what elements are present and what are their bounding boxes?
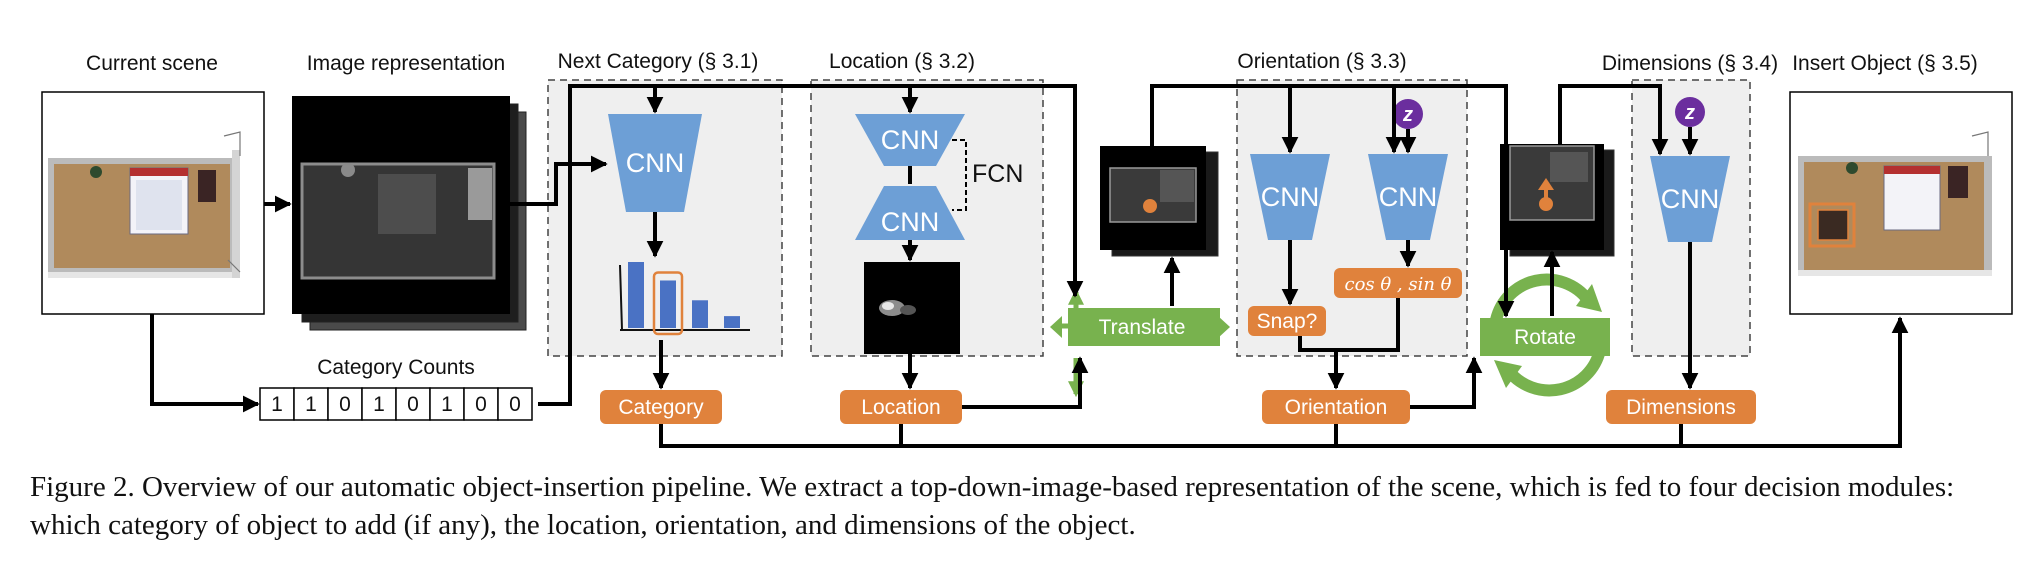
category-cnn-label: CNN [626,148,685,178]
location-decoder-label: CNN [881,207,940,237]
count-cell [259,387,295,421]
location-heatmap [864,262,960,354]
category-counts-title: Category Counts [317,356,475,379]
bed-icon [129,167,189,235]
location-output-label: Location [861,396,940,419]
orientation-z-icon: z [1393,99,1423,129]
orientation-snap-cnn-label: CNN [1261,182,1320,212]
category-histogram [619,262,750,336]
svg-text:z: z [1684,102,1695,124]
selected-category-highlight [652,271,684,336]
inserted-object-highlight [1808,202,1856,248]
category-output: Category [600,390,722,424]
fcn-label: FCN [972,160,1023,188]
count-value: 1 [441,393,453,416]
figure-caption: Figure 2. Overview of our automatic obje… [30,471,1955,541]
count-value: 1 [373,393,385,416]
current-scene-title: Current scene [86,52,218,75]
insert-object-title: Insert Object (§ 3.5) [1792,52,1978,75]
histogram-bar [724,316,740,328]
orientation-title: Orientation (§ 3.3) [1237,50,1406,73]
dimensions-output: Dimensions [1606,390,1756,424]
dimensions-z-icon: z [1675,97,1705,127]
orientation-output-label: Orientation [1285,396,1388,419]
snap-node: Snap? [1248,306,1326,336]
translate-label: Translate [1099,316,1186,339]
svg-text:z: z [1402,104,1413,126]
dimensions-title: Dimensions (§ 3.4) [1602,52,1778,75]
image-representation-title: Image representation [307,52,505,75]
next-category-title: Next Category (§ 3.1) [558,50,759,73]
location-decoder-cnn: CNN [855,186,965,240]
location-output: Location [840,390,962,424]
rotate-op: Rotate [1480,273,1610,397]
histogram-bar [692,300,708,328]
count-value: 1 [271,393,283,416]
dimensions-output-label: Dimensions [1626,396,1736,419]
location-title: Location (§ 3.2) [829,50,975,73]
plant-icon [90,166,102,178]
location-encoder-cnn: CNN [855,114,965,166]
current-scene-image [41,91,265,315]
count-cell [463,387,499,421]
count-value: 1 [305,393,317,416]
histogram-bar [628,262,644,328]
translate-scene-image [1100,146,1219,257]
pipeline-diagram: Current scene Image representation Next … [41,50,2013,448]
orientation-snap-cnn: CNN [1250,154,1330,240]
connectors [150,84,1909,448]
orientation-angle-cnn-label: CNN [1379,182,1438,212]
trig-node: cos θ , sin θ [1334,268,1462,298]
nightstand-icon [198,170,216,202]
count-cell [293,387,329,421]
count-value: 0 [339,393,351,416]
histogram-bar [660,280,676,328]
count-value: 0 [475,393,487,416]
rotate-label: Rotate [1514,326,1576,349]
count-value: 0 [407,393,419,416]
trig-label: cos θ , sin θ [1344,274,1451,295]
count-cell [497,387,533,421]
orientation-angle-cnn: CNN [1368,154,1448,240]
translate-op: Translate [1050,288,1230,398]
snap-label: Snap? [1257,310,1318,333]
rotate-scene-image [1500,144,1615,257]
orientation-output: Orientation [1262,390,1410,424]
count-value: 0 [509,393,521,416]
category-cnn: CNN [608,114,702,212]
count-cell [361,387,397,421]
category-output-label: Category [618,396,704,419]
location-encoder-label: CNN [881,125,940,155]
dimensions-cnn-label: CNN [1661,184,1720,214]
dimensions-cnn: CNN [1650,156,1730,242]
image-representation-stack [292,96,527,331]
insert-object-image [1789,91,2013,315]
door-icon [223,131,241,273]
